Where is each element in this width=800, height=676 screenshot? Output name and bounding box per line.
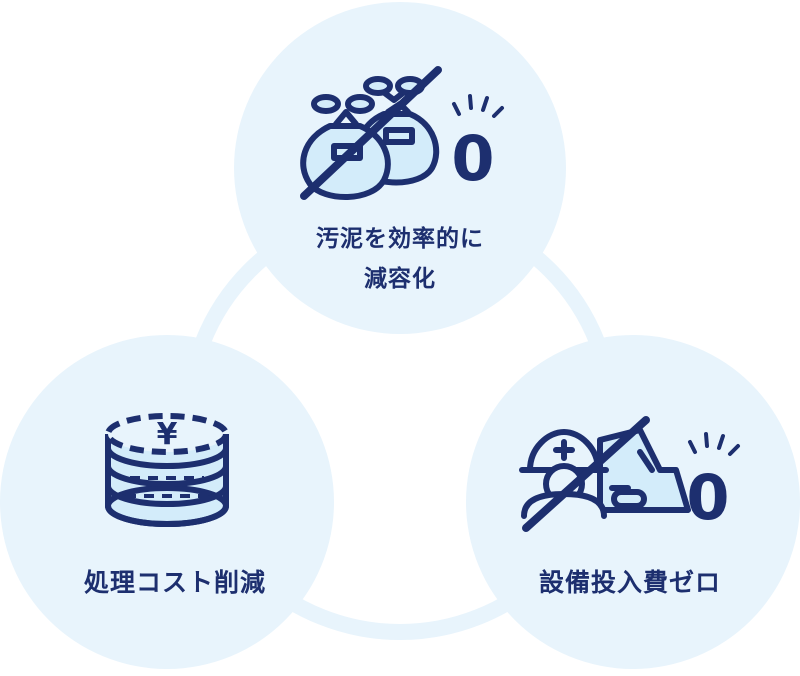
- sludge-bags-icon: [300, 66, 504, 200]
- label-line: 処理コスト削減: [83, 568, 266, 597]
- zero-badge-right: 0: [686, 461, 730, 534]
- label-cost-reduction: 処理コスト削減: [20, 563, 330, 603]
- yen-coin-stack-icon: ¥: [105, 413, 229, 527]
- label-zero-investment: 設備投入費ゼロ: [465, 563, 795, 603]
- svg-text:¥: ¥: [157, 417, 178, 452]
- worker-bulldozer-icon: [519, 416, 740, 532]
- zero-badge-top: 0: [451, 122, 495, 195]
- label-line: 設備投入費ゼロ: [538, 568, 721, 597]
- label-line: 汚泥を効率的に: [316, 226, 484, 252]
- label-sludge-reduction: 汚泥を効率的に 減容化: [250, 219, 550, 299]
- label-line: 減容化: [364, 266, 436, 292]
